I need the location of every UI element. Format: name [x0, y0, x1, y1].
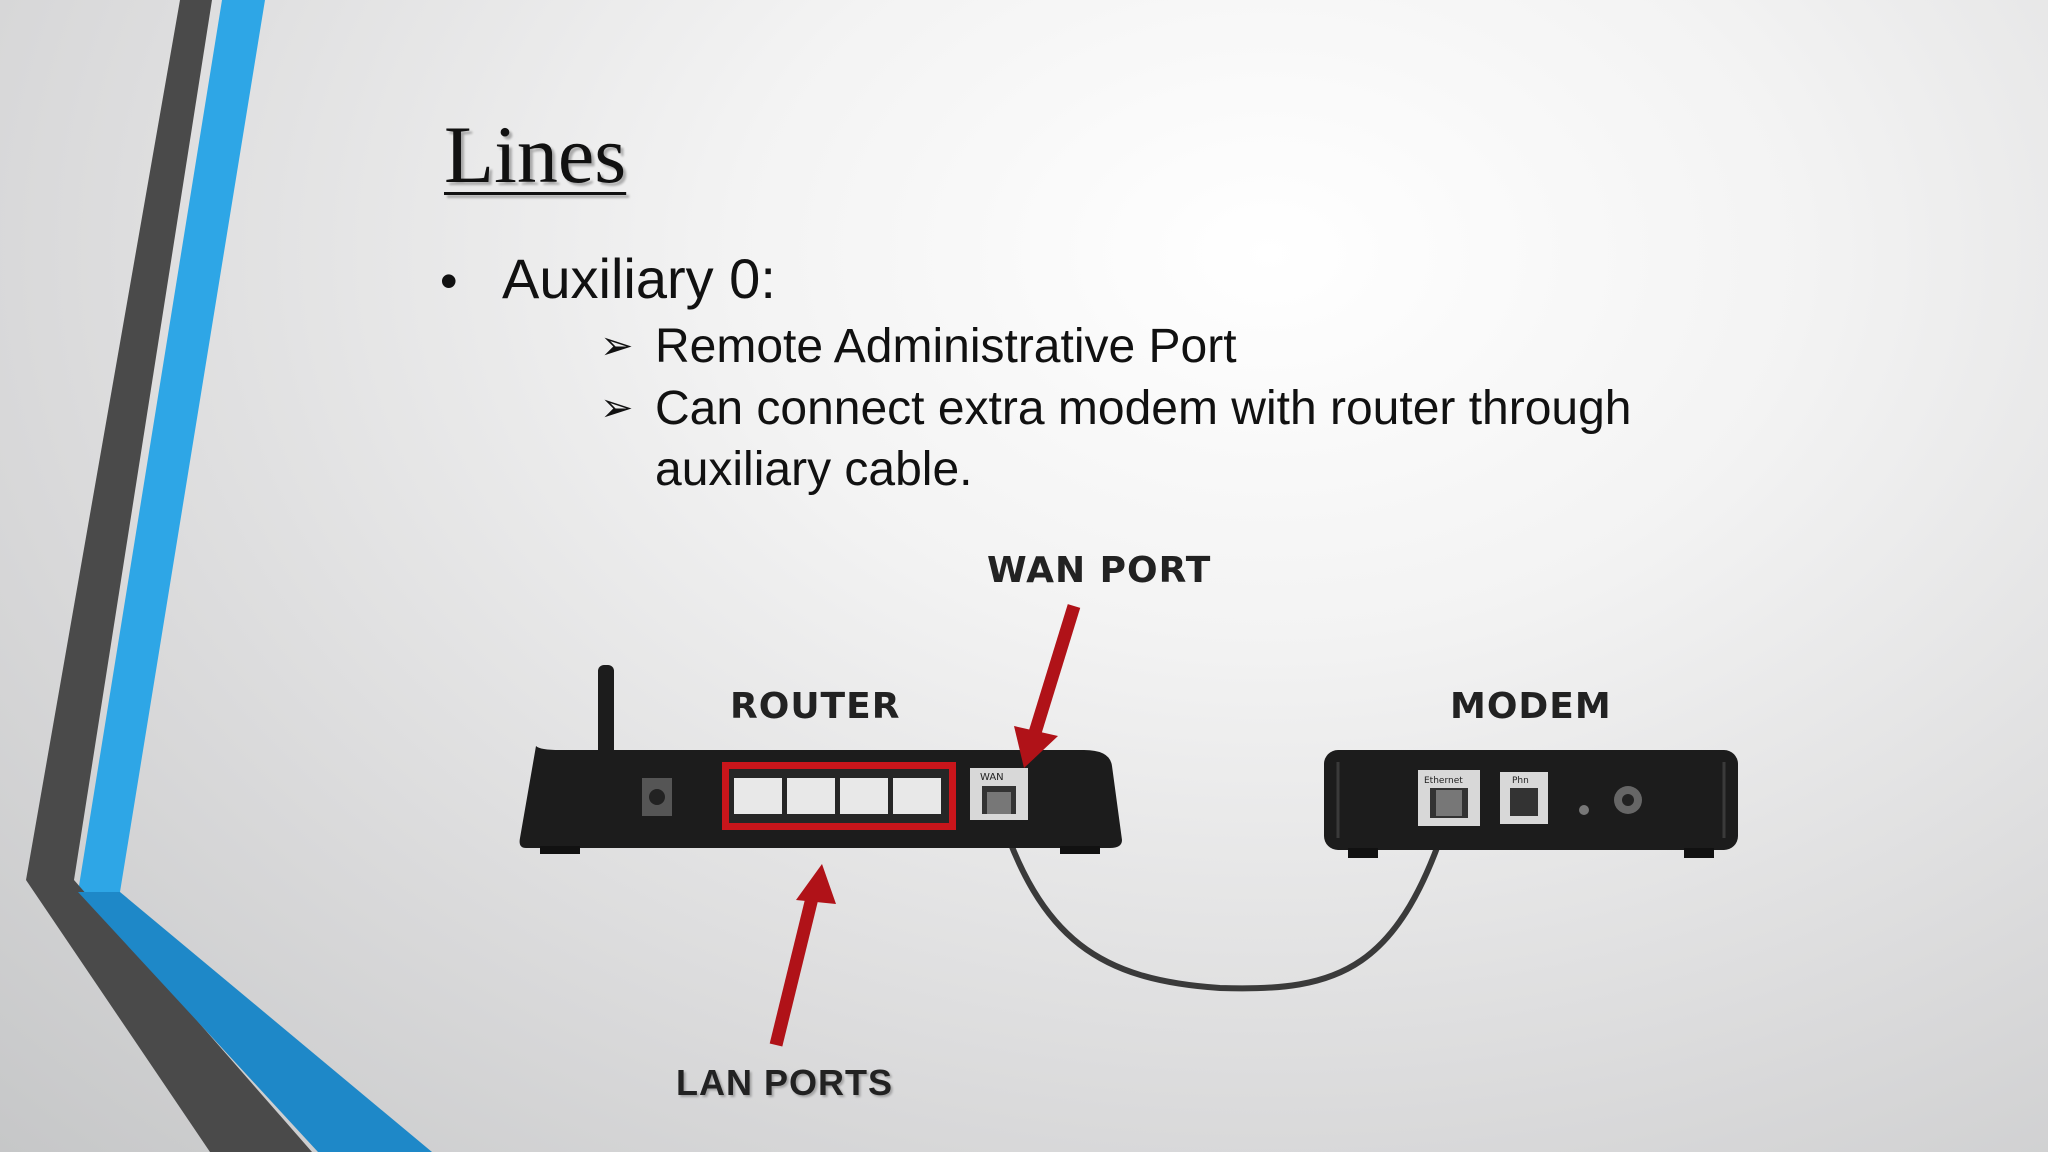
wan-port-label: WAN PORT — [987, 550, 1212, 591]
modem-cable-plug — [1436, 790, 1462, 816]
modem-led-icon — [1579, 805, 1589, 815]
power-jack-hole — [649, 789, 665, 805]
wan-port-text: WAN — [980, 772, 1004, 783]
modem-foot — [1684, 848, 1714, 858]
modem-phone-text: Phn — [1512, 776, 1529, 786]
wan-arrow-shaft — [1027, 604, 1081, 738]
modem-device: Ethernet Phn — [1324, 750, 1738, 858]
modem-foot — [1348, 848, 1378, 858]
modem-label: MODEM — [1450, 686, 1612, 727]
lan-port-icon — [893, 778, 941, 814]
lan-ports-label: LAN PORTS — [676, 1062, 894, 1103]
decor-gray-wedge — [26, 880, 312, 1152]
router-device: WAN — [519, 665, 1122, 854]
modem-ethernet-text: Ethernet — [1424, 776, 1463, 786]
lan-arrow — [769, 864, 836, 1047]
decor-gray-stripe — [26, 0, 212, 880]
arrow-bullet-icon: ➢ — [600, 324, 634, 368]
lan-port-icon — [787, 778, 835, 814]
modem-power-jack-hole — [1622, 794, 1634, 806]
bullet-item: • Auxiliary 0: — [440, 246, 776, 311]
sub-bullet-text: Can connect extra modem with router thro… — [655, 382, 1632, 496]
bullet-text: Auxiliary 0: — [502, 247, 776, 310]
bullet-icon: • — [440, 253, 458, 309]
lan-port-icon — [734, 778, 782, 814]
decor-blue-stripe — [78, 0, 265, 892]
lan-arrow-shaft — [769, 896, 819, 1047]
sub-bullet-text: Remote Administrative Port — [655, 320, 1237, 373]
router-label: ROUTER — [730, 686, 901, 727]
ethernet-cable — [995, 807, 1453, 992]
sub-bullet-item: ➢ Can connect extra modem with router th… — [600, 378, 1750, 500]
lan-port-icons — [734, 778, 941, 814]
sub-bullet-item: ➢ Remote Administrative Port — [600, 316, 1750, 377]
lan-port-icon — [840, 778, 888, 814]
slide-title: Lines — [444, 109, 627, 200]
decor-blue-wedge — [78, 892, 432, 1152]
router-foot — [540, 846, 580, 854]
router-modem-diagram: WAN Ethernet Phn — [519, 604, 1738, 1047]
modem-phone-socket — [1510, 788, 1538, 816]
wan-arrow — [1014, 604, 1081, 768]
router-cable-plug — [987, 792, 1011, 814]
arrow-bullet-icon: ➢ — [600, 386, 634, 430]
lan-arrow-head — [796, 864, 836, 904]
wan-arrow-head — [1014, 726, 1058, 768]
router-foot — [1060, 846, 1100, 854]
